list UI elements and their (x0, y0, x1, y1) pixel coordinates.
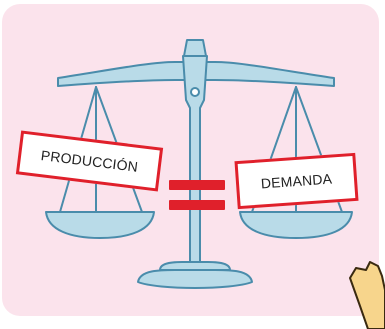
scale-base-top (159, 261, 231, 271)
produccion-label-text: PRODUCCIÓN (40, 147, 139, 175)
equals-bottom-bar (169, 200, 225, 210)
hand-pointer-icon (349, 261, 385, 329)
equals-sign-icon (169, 180, 225, 212)
scale-pivot (190, 87, 200, 97)
left-pan (45, 211, 155, 239)
right-pan (239, 211, 353, 239)
scale-base (137, 269, 253, 289)
scale-finial (183, 39, 207, 57)
equals-top-bar (169, 180, 225, 190)
demanda-label-text: DEMANDA (260, 170, 333, 192)
demanda-label: DEMANDA (234, 152, 359, 210)
